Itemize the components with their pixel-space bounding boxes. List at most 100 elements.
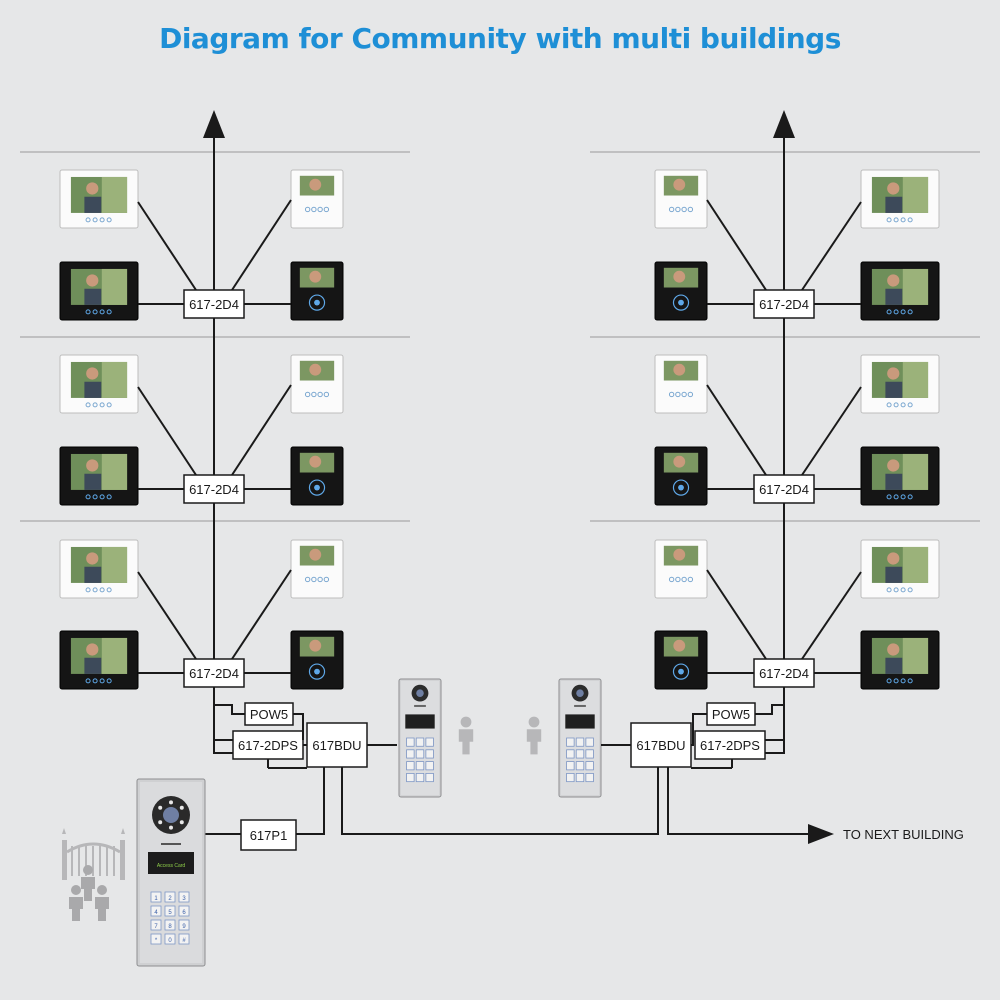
- person-body: [95, 897, 109, 921]
- station-display: [405, 714, 435, 729]
- face-icon: [673, 455, 686, 468]
- monitor-button: [106, 217, 112, 223]
- monitor-button: [675, 206, 681, 213]
- face-icon: [86, 643, 99, 656]
- monitor-icon: [654, 630, 708, 690]
- keypad-key: [575, 773, 585, 783]
- monitor-icon: [290, 446, 344, 506]
- monitor-icon: [654, 539, 708, 599]
- monitor-button: [317, 391, 323, 398]
- monitor-button: [675, 391, 681, 398]
- keypad-key-label: 7: [154, 924, 158, 930]
- monitor-icon: [654, 446, 708, 506]
- face-icon: [86, 274, 99, 287]
- nav-ring-icon: [672, 479, 690, 496]
- keypad-key: [150, 919, 162, 931]
- body-icon: [885, 381, 903, 398]
- monitor-button: [907, 309, 913, 315]
- bus-unit-box-label: 617BDU: [636, 738, 685, 753]
- body-icon: [84, 196, 102, 213]
- keypad-key: [164, 919, 176, 931]
- face-icon: [887, 274, 900, 287]
- bus-unit-box-label: 617BDU: [312, 738, 361, 753]
- keypad-key-label: *: [155, 938, 158, 944]
- wire: [765, 740, 785, 754]
- wire: [801, 386, 862, 476]
- distributor-box-frame: [753, 289, 815, 319]
- face-icon: [887, 552, 900, 565]
- monitor-button: [900, 217, 906, 223]
- ir-led-icon: [158, 820, 163, 825]
- monitor-button: [99, 402, 105, 408]
- monitor-button: [900, 309, 906, 315]
- screen-background: [902, 176, 929, 213]
- monitor-button: [886, 678, 892, 684]
- keypad-key: [585, 761, 594, 771]
- speaker-icon: [161, 843, 181, 845]
- keypad-key-label: #: [182, 938, 186, 944]
- monitor-button: [893, 402, 899, 408]
- monitor-icon: [860, 354, 940, 414]
- monitor-button: [85, 494, 91, 500]
- body-icon: [885, 473, 903, 490]
- monitor-button: [681, 391, 687, 398]
- keypad-key: [178, 933, 190, 945]
- arrow-up-icon: [203, 110, 225, 138]
- ir-led-icon: [179, 805, 184, 810]
- screen-background: [101, 453, 128, 490]
- monitor-button: [92, 217, 98, 223]
- screen-background: [902, 453, 929, 490]
- monitor-button: [668, 391, 675, 398]
- nav-ring-icon: [308, 663, 326, 680]
- monitor-icon: [290, 354, 344, 414]
- keypad-key: [406, 761, 415, 771]
- keypad-key: [425, 737, 434, 747]
- monitor-button: [900, 587, 906, 593]
- keypad-key-label: 0: [168, 938, 172, 944]
- wire: [706, 384, 767, 476]
- face-icon: [887, 367, 900, 380]
- screen-background: [902, 637, 929, 674]
- wire: [706, 199, 767, 291]
- monitor-button: [85, 678, 91, 684]
- monitor-button: [323, 206, 330, 213]
- monitor-button: [893, 678, 899, 684]
- monitor-icon: [290, 539, 344, 599]
- monitor-button: [92, 309, 98, 315]
- person-body: [81, 877, 95, 901]
- person-head: [97, 885, 107, 895]
- ir-led-icon: [179, 820, 184, 825]
- monitor-icon: [860, 539, 940, 599]
- ir-led-icon: [169, 825, 173, 830]
- body-icon: [885, 288, 903, 305]
- keypad-key: [415, 773, 425, 783]
- monitor-button: [317, 576, 323, 583]
- monitor-button: [99, 494, 105, 500]
- person-head: [528, 716, 540, 728]
- keypad-key: [575, 761, 585, 771]
- monitor-icon: [59, 446, 139, 506]
- monitor-button: [106, 402, 112, 408]
- wire: [755, 704, 784, 715]
- distributor-box-label: 617-2D4: [189, 482, 239, 497]
- lens-icon: [416, 689, 424, 697]
- keypad-key: [585, 773, 594, 783]
- wire: [231, 199, 292, 291]
- wire: [213, 740, 233, 754]
- wire: [801, 571, 862, 660]
- face-icon: [309, 548, 322, 561]
- gate-bar: [113, 846, 115, 876]
- door-station-icon: [558, 678, 602, 798]
- monitor-button: [323, 391, 330, 398]
- distributor-box-frame: [753, 474, 815, 504]
- gate-bar: [78, 846, 80, 876]
- monitor-button: [668, 576, 675, 583]
- keypad-key: [150, 891, 162, 903]
- bus-unit-box-frame: [306, 722, 368, 768]
- monitor-button: [106, 494, 112, 500]
- wire: [667, 767, 810, 835]
- monitor-button: [311, 391, 317, 398]
- body-icon: [885, 196, 903, 213]
- keypad-key: [585, 749, 594, 759]
